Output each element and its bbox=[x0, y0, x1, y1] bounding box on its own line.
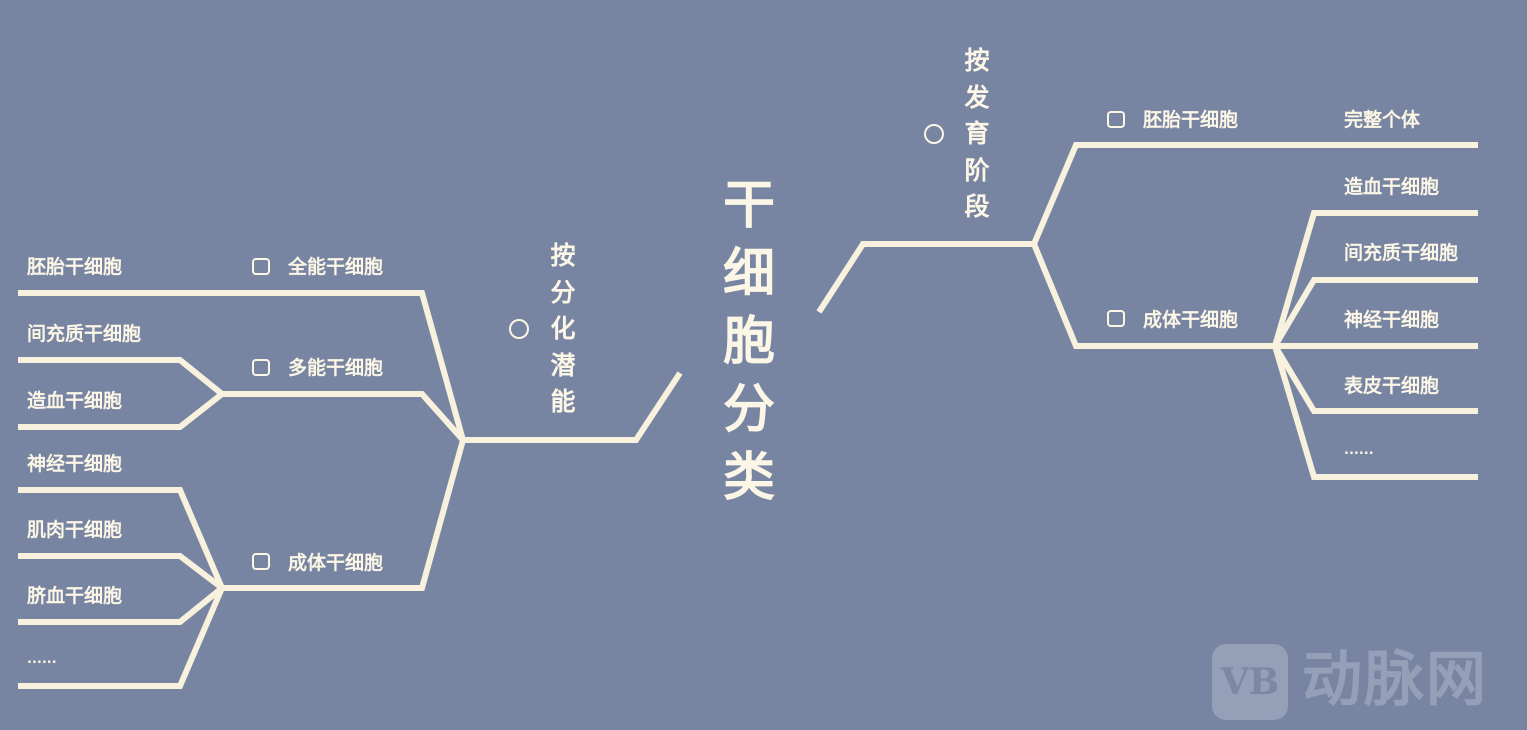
square-bullet-icon bbox=[252, 359, 270, 376]
node-embryonic-right: 胚胎干细胞 bbox=[1143, 109, 1239, 131]
connector-right-main bbox=[816, 241, 1034, 314]
connector-leaf-muscle-left bbox=[18, 553, 224, 591]
square-bullet-icon bbox=[1107, 310, 1125, 327]
connector-leaf-neural-left bbox=[18, 487, 225, 590]
watermark-text: 动脉网 bbox=[1302, 645, 1488, 715]
node-pluripotent: 多能干细胞 bbox=[288, 357, 384, 379]
connector-right-adult bbox=[1031, 242, 1275, 349]
leaf-neural-right: 神经干细胞 bbox=[1344, 309, 1440, 331]
circle-bullet-icon bbox=[509, 319, 529, 339]
connector-left-pluripotent bbox=[222, 391, 466, 442]
leaf-mesenchymal-left: 间充质干细胞 bbox=[27, 323, 142, 345]
node-totipotent: 全能干细胞 bbox=[288, 256, 384, 278]
branch-label-differentiation: 按分化潜能 bbox=[550, 241, 576, 416]
connector-left-totipotent bbox=[18, 290, 466, 441]
connector-leaf-hematopoietic-left bbox=[18, 391, 224, 430]
leaf-whole-individual: 完整个体 bbox=[1344, 109, 1421, 131]
leaf-cord-blood-left: 脐血干细胞 bbox=[27, 585, 123, 607]
watermark-logo: VB bbox=[1212, 644, 1288, 720]
connector-leaf-cord-left bbox=[18, 585, 224, 625]
diagram-title: 干细胞分类 bbox=[722, 176, 775, 508]
leaf-hematopoietic-left: 造血干细胞 bbox=[27, 390, 123, 412]
leaf-more-right: ...... bbox=[1344, 443, 1374, 458]
connector-leaf-hematopoietic-right bbox=[1272, 210, 1478, 347]
connector-leaf-more-right bbox=[1272, 345, 1478, 480]
branch-label-development: 按发育阶段 bbox=[964, 46, 990, 221]
leaf-embryonic-left: 胚胎干细胞 bbox=[27, 256, 123, 278]
node-adult-right: 成体干细胞 bbox=[1143, 309, 1239, 331]
connector-left-adult bbox=[222, 439, 466, 591]
square-bullet-icon bbox=[252, 553, 270, 570]
connector-right-embryonic bbox=[1031, 142, 1478, 246]
connector-leaf-mesenchymal-right bbox=[1272, 277, 1478, 348]
square-bullet-icon bbox=[252, 258, 270, 275]
leaf-mesenchymal-right: 间充质干细胞 bbox=[1344, 242, 1459, 264]
circle-bullet-icon bbox=[924, 124, 944, 144]
watermark-mark: VB bbox=[1220, 661, 1280, 703]
leaf-epidermal-right: 表皮干细胞 bbox=[1344, 375, 1440, 397]
node-adult-left: 成体干细胞 bbox=[288, 552, 384, 574]
square-bullet-icon bbox=[1107, 111, 1125, 128]
leaf-more-left: ...... bbox=[27, 652, 57, 667]
leaf-muscle-left: 肌肉干细胞 bbox=[27, 519, 123, 541]
connector-left-main bbox=[463, 371, 683, 443]
connector-leaf-mesenchymal-left bbox=[18, 357, 224, 397]
connector-leaf-epidermal-right bbox=[1272, 344, 1478, 414]
connector-leaf-more-left bbox=[18, 586, 225, 689]
leaf-hematopoietic-right: 造血干细胞 bbox=[1344, 176, 1440, 198]
leaf-neural-left: 神经干细胞 bbox=[27, 453, 123, 475]
